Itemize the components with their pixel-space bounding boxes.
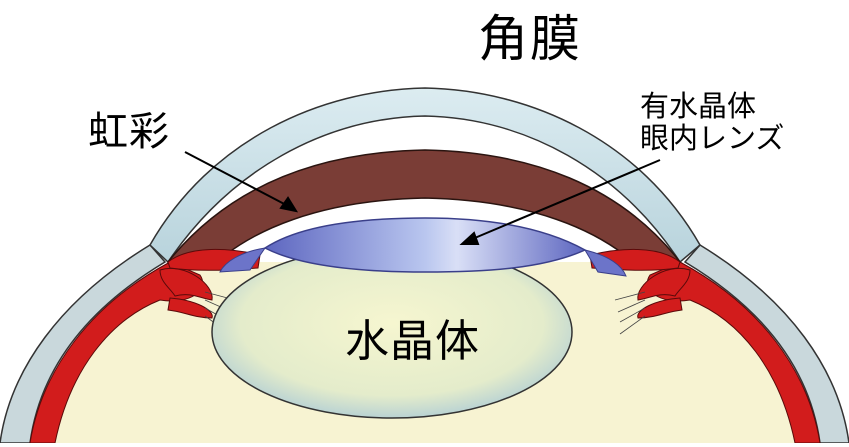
phakic-iol-label-line1: 有水晶体 bbox=[640, 89, 757, 123]
ciliary-processes-right bbox=[637, 267, 691, 319]
zonule-fibers bbox=[204, 291, 646, 335]
phakic-iol-haptic bbox=[219, 247, 267, 273]
phakic-iol-haptic bbox=[583, 249, 627, 277]
ciliary-processes-left bbox=[159, 267, 213, 319]
leader-lines bbox=[184, 151, 661, 245]
iris-label: 虹彩 bbox=[88, 109, 170, 155]
phakic-iol bbox=[263, 217, 587, 273]
sclera-right bbox=[683, 244, 849, 444]
sclera-left bbox=[0, 244, 167, 444]
phakic-iol-label-line2: 眼内レンズ bbox=[640, 121, 785, 155]
iol-arrowhead bbox=[459, 231, 480, 245]
crystalline-lens-label: 水晶体 bbox=[345, 316, 480, 367]
cornea bbox=[149, 87, 701, 264]
iris-arrowhead bbox=[279, 196, 299, 213]
phakic-iol-label: 有水晶体 眼内レンズ bbox=[640, 90, 784, 154]
iol-leader-line bbox=[469, 159, 661, 241]
iris-leader-line bbox=[184, 151, 291, 208]
cornea-label: 角膜 bbox=[478, 10, 582, 68]
